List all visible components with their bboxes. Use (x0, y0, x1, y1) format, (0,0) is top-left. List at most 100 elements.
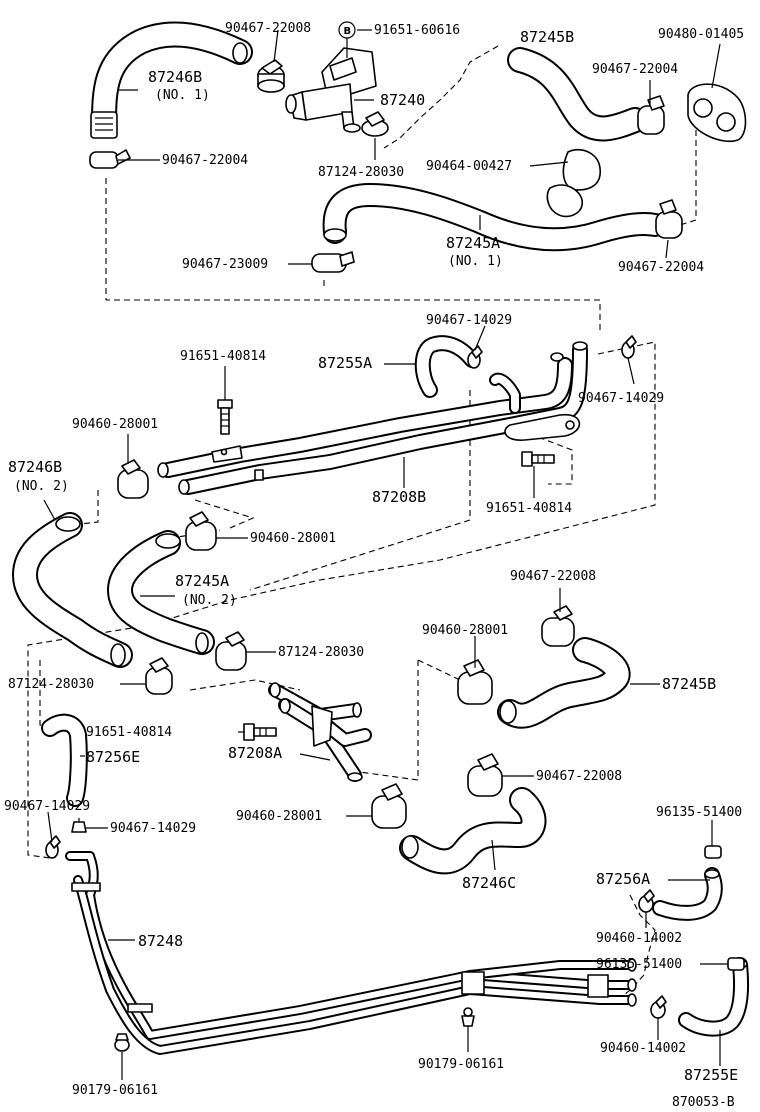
clamp-90467-22004-right-top (637, 95, 665, 135)
hose-87246b-no1 (90, 21, 253, 139)
label-90460-28001-left: 90460-28001 (72, 417, 158, 432)
label-87124-28030-top: 87124-28030 (318, 165, 404, 180)
clamp-90467-22004-left (89, 149, 131, 169)
pipe-87208a (268, 682, 372, 782)
grommet-90480-01405 (687, 83, 747, 143)
label-87245b-right: 87245B (662, 675, 716, 693)
clamp-87124-28030-left (145, 657, 173, 695)
label-87255e: 87255E (684, 1066, 738, 1084)
clamp-90460-28001-left (117, 459, 149, 499)
label-87256a: 87256A (596, 870, 650, 888)
bolt-91651-40814-top (217, 399, 233, 435)
bolts (217, 399, 555, 741)
label-91651-40814-right: 91651-40814 (486, 501, 572, 516)
clamp-90467-22004-right-mid (655, 199, 683, 239)
label-90460-28001-mid: 90460-28001 (250, 531, 336, 546)
hose-87256a (652, 867, 723, 921)
label-87245a-no1: 87245A (446, 234, 500, 252)
label-87124-28030-left: 87124-28030 (8, 677, 94, 692)
label-90467-14029-d: 90467-14029 (110, 821, 196, 836)
label-90460-28001-right: 90460-28001 (422, 623, 508, 638)
label-87208a: 87208A (228, 744, 282, 762)
svg-text:B: B (344, 26, 352, 37)
label-87246b-no1: 87246B (148, 68, 202, 86)
clamp-90467-22008-right (541, 605, 575, 647)
label-no1-b: (NO. 1) (448, 254, 503, 269)
label-87245a-no2: 87245A (175, 572, 229, 590)
label-87124-28030-mid: 87124-28030 (278, 645, 364, 660)
label-90467-14029-c: 90467-14029 (4, 799, 90, 814)
label-no1-a: (NO. 1) (155, 88, 210, 103)
clamp-90464-00427 (546, 148, 601, 218)
clamp-90460-28001-lower (371, 783, 407, 829)
label-90467-22008-top: 90467-22008 (225, 21, 311, 36)
label-90464-00427: 90464-00427 (426, 159, 512, 174)
clamp-90467-14029-c (45, 835, 61, 859)
pipe-87208b (157, 341, 588, 495)
clamp-90460-14002-b (650, 995, 667, 1019)
leader-lines (43, 29, 728, 1080)
label-91651-40814-top: 91651-40814 (180, 349, 266, 364)
label-87248: 87248 (138, 932, 183, 950)
bolt-91651-40814-bottom (243, 723, 277, 741)
hose-87255a (414, 335, 480, 398)
label-96135-51400-b: 96135-51400 (596, 957, 682, 972)
clamp-87124-28030-top (361, 111, 389, 137)
clamp-90467-14029-b (621, 335, 637, 359)
valve-87240 (285, 47, 377, 133)
label-90179-06161-mid: 90179-06161 (418, 1057, 504, 1072)
pipes (65, 341, 637, 1055)
clamp-90467-22008-lower (467, 753, 503, 797)
clamp-90460-28001-right (457, 659, 493, 705)
clamp-90460-14002-a (638, 889, 655, 913)
hose-87245a-no2 (107, 530, 215, 655)
cap-96135-51400-b (727, 957, 745, 971)
hose-87246b-no2 (12, 512, 133, 668)
hose-87245b-top (507, 47, 648, 142)
label-90467-22008-right: 90467-22008 (510, 569, 596, 584)
clamp-90467-22008-top (257, 59, 285, 93)
clip-90467-14029-d (71, 818, 87, 833)
label-90467-14029-a: 90467-14029 (426, 313, 512, 328)
label-90467-22004-right-mid: 90467-22004 (618, 260, 704, 275)
hose-clamps (45, 59, 745, 1052)
label-87256e: 87256E (86, 748, 140, 766)
label-87208b: 87208B (372, 488, 426, 506)
label-90467-22004-left: 90467-22004 (162, 153, 248, 168)
label-91651-60616: 91651-60616 (374, 23, 460, 38)
label-87240: 87240 (380, 91, 425, 109)
cap-96135-51400-top (704, 845, 722, 859)
hose-87246c (399, 787, 547, 875)
badge-b: B (338, 21, 356, 39)
label-90460-14002-a: 90460-14002 (596, 931, 682, 946)
callout-labels: B 90467-22008 91651-60616 87245B 90480-0… (4, 21, 744, 1110)
label-diagram-id: 870053-B (672, 1095, 735, 1110)
clamp-90467-23009 (311, 251, 355, 273)
label-no2-a: (NO. 2) (14, 479, 69, 494)
clip-90179-06161-left (114, 1033, 130, 1052)
assembly-dashed-lines (27, 45, 697, 1006)
label-87245b-top: 87245B (520, 28, 574, 46)
hose-87256e (41, 713, 88, 807)
label-91651-40814-bottom: 91651-40814 (86, 725, 172, 740)
label-90467-23009: 90467-23009 (182, 257, 268, 272)
label-90460-14002-b: 90460-14002 (600, 1041, 686, 1056)
label-87255a: 87255A (318, 354, 372, 372)
label-96135-51400-top: 96135-51400 (656, 805, 742, 820)
label-90467-22004-right-top: 90467-22004 (592, 62, 678, 77)
label-90467-14029-b: 90467-14029 (578, 391, 664, 406)
label-90460-28001-lower: 90460-28001 (236, 809, 322, 824)
label-no2-b: (NO. 2) (182, 593, 237, 608)
label-90480-01405: 90480-01405 (658, 27, 744, 42)
clip-90179-06161-mid (461, 1007, 475, 1027)
label-87246b-no2: 87246B (8, 458, 62, 476)
label-90467-22008-lower: 90467-22008 (536, 769, 622, 784)
pipe-87248 (65, 851, 637, 1055)
label-87246c: 87246C (462, 874, 516, 892)
clamp-87124-28030-mid (215, 631, 247, 671)
hose-87245b-right (497, 637, 631, 729)
label-90179-06161-left: 90179-06161 (72, 1083, 158, 1098)
clamp-90460-28001-mid (185, 511, 217, 551)
hoses (12, 21, 749, 1037)
